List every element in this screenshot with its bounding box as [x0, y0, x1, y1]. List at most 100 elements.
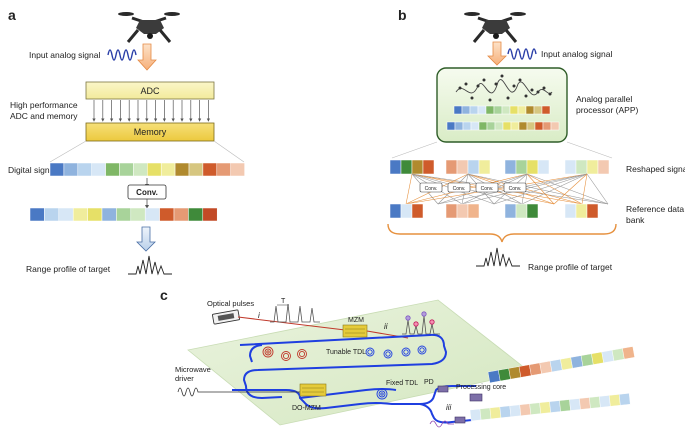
conv-cell: [29, 207, 45, 222]
reshaped-cell: [564, 159, 577, 175]
bar-bottom-cell: [529, 402, 541, 415]
connection-line: [553, 173, 588, 205]
app-cell: [494, 121, 504, 131]
bar-bottom-cell: [489, 406, 502, 420]
bar-bottom-cell: [479, 407, 492, 421]
modulated-pulses-icon: [402, 311, 440, 335]
conv-cell: [101, 207, 117, 222]
app-sample-dot: [482, 78, 486, 82]
reshaped-cell: [411, 159, 424, 175]
app-fan-right: [566, 141, 613, 159]
app-sample-dot: [524, 94, 528, 98]
domzm-box: [299, 383, 327, 397]
memory-box: [85, 122, 215, 142]
app-sample-dot: [512, 84, 516, 88]
panel-a-letter: a: [8, 7, 16, 23]
bar-top-cell: [570, 355, 584, 369]
pd-label: PD: [424, 379, 434, 386]
reshaped-cell: [597, 159, 610, 175]
digital-cell: [230, 162, 245, 177]
app-cell: [493, 105, 503, 115]
reshaped-cell: [526, 159, 539, 175]
reference-label-2: bank: [626, 215, 645, 225]
bar-bottom-cell: [599, 395, 611, 408]
bar-top-cell: [560, 357, 573, 371]
memory-label: Memory: [134, 127, 167, 137]
panel-a-orange-arrow: [137, 43, 157, 71]
app-box: [436, 67, 568, 143]
bar-bottom-cell: [609, 394, 621, 407]
reshaped-cell: [389, 159, 402, 175]
hp-label-1: High performance: [10, 100, 78, 110]
bar-bottom-cell: [618, 393, 631, 406]
output-bar-bottom: [469, 393, 631, 422]
app-cell: [509, 105, 519, 115]
roman-ii-label: ii: [384, 322, 388, 331]
output-signal-icon: [429, 420, 454, 428]
app-sample-dot: [536, 90, 540, 94]
connection-line: [581, 173, 588, 205]
app-label-2: processor (APP): [576, 105, 639, 115]
conv-cell: [116, 207, 132, 222]
hp-label-2: ADC and memory: [10, 111, 78, 121]
panel-a-input-label: Input analog signal: [29, 50, 100, 60]
domzm-label: DO-MZM: [292, 405, 321, 412]
reshaped-cell: [467, 159, 480, 175]
reference-cell: [586, 203, 599, 219]
reference-cell: [389, 203, 402, 219]
app-fan-left: [391, 141, 438, 159]
app-cell: [525, 105, 535, 115]
output-bar-top: [487, 346, 635, 384]
app-sample-dot: [470, 96, 474, 100]
panel-c: c Optical pulses i T MZM ii: [160, 287, 635, 428]
app-cell: [478, 121, 488, 131]
bar-bottom-cell: [559, 399, 571, 412]
app-cell: [453, 105, 463, 115]
bar-bottom-cell: [589, 396, 601, 409]
digital-cell: [77, 162, 92, 177]
app-sample-dot: [542, 86, 546, 90]
app-sample-dot: [518, 78, 522, 82]
reference-row: [389, 203, 599, 219]
conv-cell: [159, 207, 175, 222]
bar-bottom-cell: [509, 404, 522, 417]
digital-cell: [119, 162, 134, 177]
input-fiber: [237, 316, 346, 331]
app-sample-dot: [500, 74, 504, 78]
reshaped-cell: [537, 159, 550, 175]
optical-source-inner: [217, 313, 235, 321]
reference-cell: [411, 203, 424, 219]
bar-bottom-cell: [569, 398, 581, 411]
app-cell: [526, 121, 536, 131]
tunable-tdl-label: Tunable TDL: [326, 349, 366, 356]
digital-signal-row: [49, 162, 245, 177]
app-sample-dot: [488, 98, 492, 102]
connection-line: [405, 173, 413, 205]
app-cell: [485, 105, 495, 115]
app-cell: [550, 121, 560, 131]
reshaped-cell: [515, 159, 528, 175]
panel-b-input-label: Input analog signal: [541, 49, 612, 59]
connection-line: [521, 173, 588, 205]
reshaped-cell: [478, 159, 491, 175]
reshaped-cell: [456, 159, 469, 175]
app-sample-dot: [494, 82, 498, 86]
mini-conv-box: [503, 182, 527, 193]
app-cell: [461, 105, 471, 115]
fixed-tdl-label: Fixed TDL: [386, 380, 418, 387]
mini-conv-label: Conv.: [481, 186, 494, 192]
app-cell: [541, 105, 551, 115]
conv-cell: [72, 207, 88, 222]
app-cell: [469, 105, 479, 115]
panel-a-blue-arrow: [136, 226, 156, 252]
app-sample-dot: [476, 84, 480, 88]
panel-b-analog-wave-icon: [507, 48, 537, 60]
reference-cell: [467, 203, 480, 219]
bar-bottom-cell: [519, 403, 532, 416]
mini-conv-label: Conv.: [453, 186, 466, 192]
tunable-tdl-spirals: [262, 346, 307, 361]
reference-cell: [575, 203, 588, 219]
app-sample-points: [458, 74, 552, 102]
mini-conv-box: [447, 182, 471, 193]
app-cell: [446, 121, 456, 131]
